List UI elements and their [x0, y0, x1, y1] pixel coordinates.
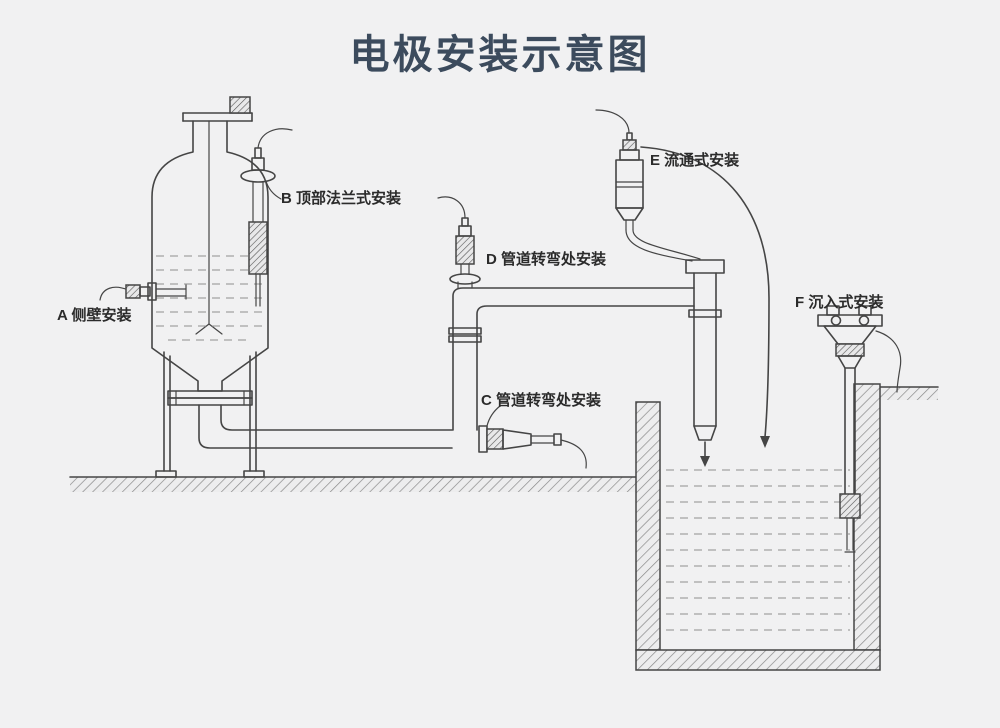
return-tube	[640, 146, 770, 448]
electrode-c-bend	[478, 405, 587, 469]
page-title: 电极安装示意图	[349, 33, 651, 77]
label-a-sidewall: A 侧壁安装	[57, 307, 132, 324]
pit-liquid	[666, 469, 850, 631]
inlet-tube	[632, 229, 701, 260]
electrode-f-submersion	[817, 305, 902, 553]
discharge-pipe	[685, 259, 725, 467]
cable-f	[875, 330, 902, 393]
label-c-pipe-bend: C 管道转弯处安装	[481, 392, 602, 409]
flow-arrow-1	[700, 456, 710, 467]
pit-tank	[635, 383, 881, 671]
label-b-topflange: B 顶部法兰式安装	[281, 190, 402, 207]
cable-b	[257, 128, 293, 149]
agitator-shaft	[195, 120, 223, 335]
riser-pipe	[448, 287, 695, 431]
inlet-tube	[625, 229, 693, 262]
label-f-submersion: F 沉入式安装	[795, 294, 884, 311]
cable-e	[595, 109, 630, 134]
ground-right	[879, 386, 939, 400]
flow-cell-e	[595, 109, 701, 262]
reactor-vessel	[151, 96, 269, 478]
leader-c	[486, 405, 501, 427]
cable-c	[560, 439, 587, 469]
electrode-d-bend	[437, 196, 481, 289]
vessel-legs	[155, 351, 265, 478]
ground-left	[69, 476, 637, 492]
flow-arrow-2	[760, 436, 770, 448]
lower-pipe	[198, 404, 453, 449]
motor-box	[229, 96, 251, 114]
cable-a	[99, 286, 129, 301]
cable-d	[437, 196, 466, 219]
label-d-pipe-bend: D 管道转弯处安装	[486, 251, 607, 268]
electrode-b-topflange	[240, 128, 293, 307]
electrode-a-sidewall	[99, 282, 187, 301]
leader-b	[265, 180, 282, 200]
label-e-flowcell: E 流通式安装	[650, 152, 740, 169]
bottom-flange	[167, 390, 253, 406]
vessel-liquid	[156, 255, 264, 341]
